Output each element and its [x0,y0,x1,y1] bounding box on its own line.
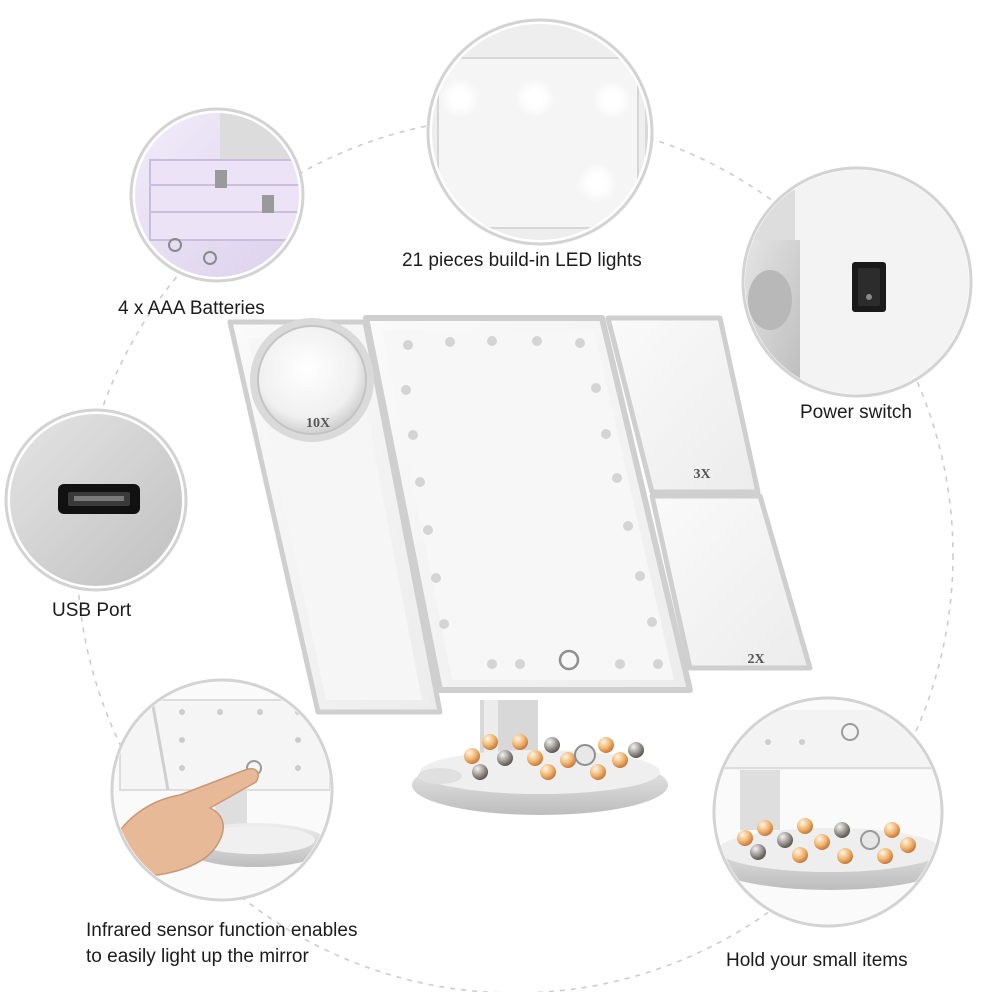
led-lights-callout [426,18,654,246]
led-lights-label: 21 pieces build-in LED lights [402,250,642,271]
battery-callout [129,107,305,283]
infrared-sensor-callout [110,678,334,902]
mag-label-2x: 2X [747,652,764,667]
infrared-sensor-label-line2: to easily light up the mirror [86,946,309,967]
touch-sensor-icon [558,649,580,671]
small-round-mirror: 10X [250,318,374,442]
jewelry-pearls [464,734,644,780]
usb-port-label: USB Port [52,600,132,621]
led-dots [401,336,663,669]
mag-label-3x: 3X [693,467,710,482]
storage-tray-label: Hold your small items [726,950,908,971]
mag-label-10x: 10X [306,416,330,431]
battery-label: 4 x AAA Batteries [118,298,265,319]
usb-port-callout [4,408,188,592]
power-switch-label: Power switch [800,402,912,423]
storage-tray-callout [712,696,944,928]
power-switch-callout [741,166,973,398]
infrared-sensor-label: Infrared sensor function enables to easi… [86,918,357,970]
tri-fold-mirror: 10X 3X 2X [227,315,813,815]
infrared-sensor-label-line1: Infrared sensor function enables [86,920,358,941]
